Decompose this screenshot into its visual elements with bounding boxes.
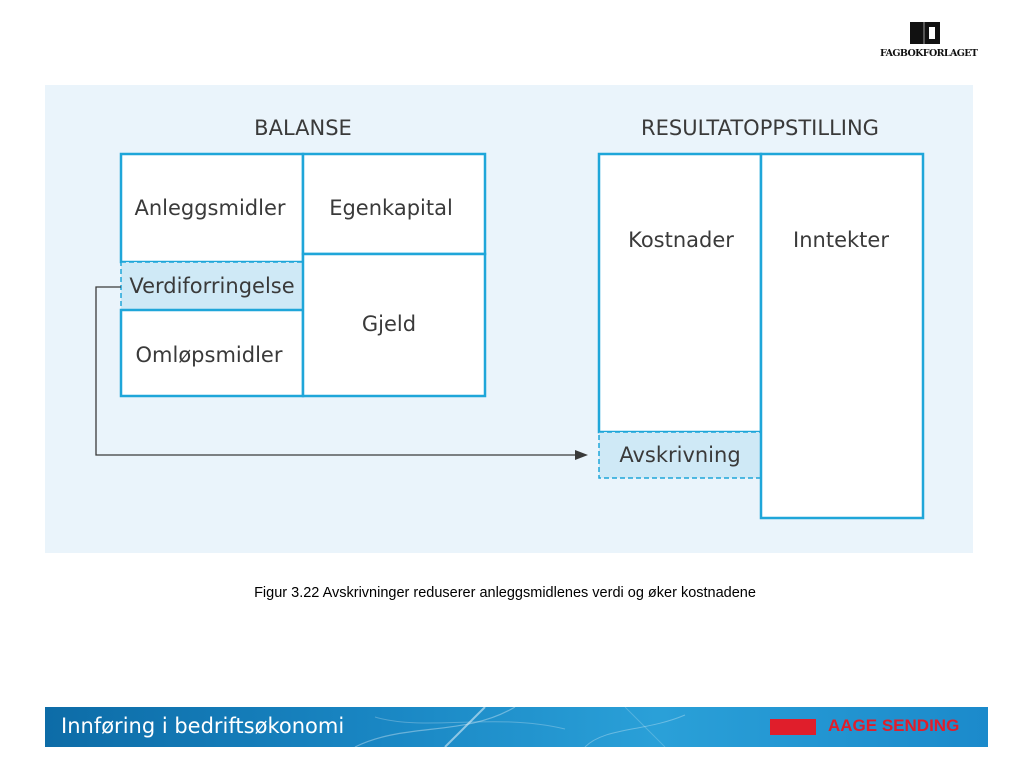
figure-caption: Figur 3.22 Avskrivninger reduserer anleg… <box>254 585 756 601</box>
depreciation-connector-line <box>95 286 578 456</box>
depreciation-arrowhead <box>575 450 588 460</box>
income-avskrivning-box <box>598 431 762 479</box>
income-inntekter-label: Inntekter <box>793 228 889 252</box>
income-kostnader-label: Kostnader <box>628 228 734 252</box>
publisher-logo: FAGBOKFORLAGET <box>880 18 978 64</box>
balance-egenkapital-label: Egenkapital <box>329 196 453 220</box>
balance-omlopsmidler-label: Omløpsmidler <box>136 343 283 367</box>
footer-decoration <box>354 707 686 747</box>
balance-verdiforringelse-label: Verdiforringelse <box>129 274 294 298</box>
footer-book-title: Innføring i bedriftsøkonomi <box>61 714 345 738</box>
income-avskrivning-label: Avskrivning <box>619 443 740 467</box>
income-statement-title: RESULTATOPPSTILLING <box>641 116 879 140</box>
publisher-logo-icon <box>910 22 940 44</box>
balance-gjeld-box <box>301 252 487 398</box>
balance-anleggsmidler-label: Anleggsmidler <box>134 196 285 220</box>
footer-banner: Innføring i bedriftsøkonomi AAGE SENDING <box>45 707 988 747</box>
balance-anleggsmidler-box <box>119 152 305 264</box>
balance-title: BALANSE <box>254 116 352 140</box>
diagram: BALANSE Anleggsmidler Verdiforringelse O… <box>95 116 925 520</box>
balance-egenkapital-box <box>301 152 487 256</box>
balance-verdiforringelse-box <box>120 261 304 311</box>
footer-author-bar <box>770 719 816 735</box>
balance-omlopsmidler-box <box>119 308 305 398</box>
income-kostnader-box <box>597 152 763 434</box>
publisher-logo-text: FAGBOKFORLAGET <box>880 48 978 59</box>
income-inntekter-box <box>759 152 925 520</box>
footer-author-name: AAGE SENDING <box>828 716 960 735</box>
footer-author: AAGE SENDING <box>770 707 988 747</box>
balance-gjeld-label: Gjeld <box>362 312 416 336</box>
